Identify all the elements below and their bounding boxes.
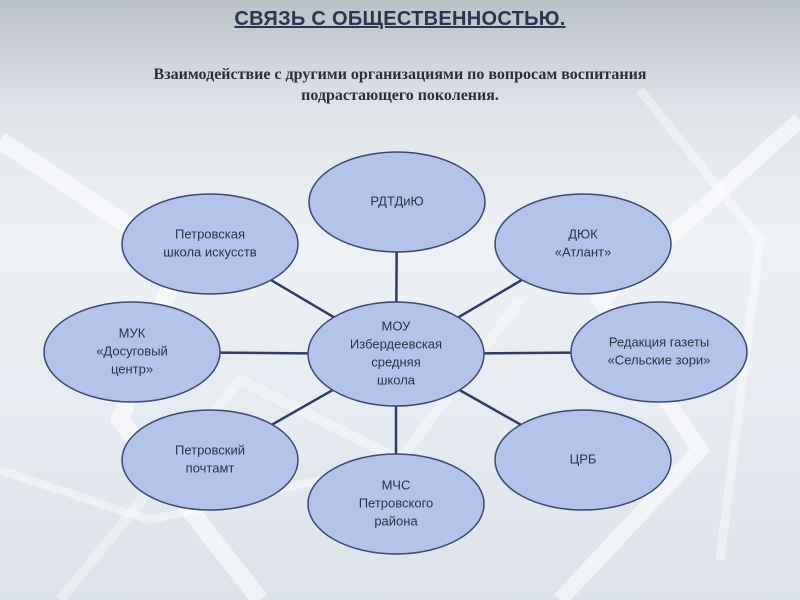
node-muk-label-line: центр» [111,361,153,376]
node-mchs-label-line: Петровского [359,495,434,510]
node-pochtamt-label-line: почтамт [186,460,235,475]
subtitle-line-2: подрастающего поколения. [301,87,499,104]
node-mchs: МЧС Петровского района [307,453,485,555]
node-center-label-line: МОУ [382,318,412,333]
connector-lines [219,251,572,454]
node-pochtamt-label-line: Петровский [175,442,245,457]
node-rdtdiu: РДТДиЮ [308,151,486,253]
node-center: МОУ Избердеевская средняя школа [307,301,485,407]
node-rdtdiu-ellipse [308,151,486,253]
node-duk-atlant: ДЮК «Атлант» [494,193,672,295]
node-shkola-iskusstv: Петровская школа искусств [121,193,299,295]
node-mchs-ellipse [307,453,485,555]
node-center-label-line: школа [377,372,416,387]
subtitle-line-1: Взаимодействие с другими организациями п… [153,66,647,83]
diagram-nodes: РДТДиЮ ДЮК «Атлант» Редакция газеты «Сельски… [43,151,748,555]
connector-duk-atlant [457,278,523,319]
node-gazeta-label-line: Редакция газеты [609,334,709,349]
node-shkola-iskusstv-label-line: Петровская [175,226,245,241]
connector-shkola-iskusstv [270,278,335,319]
node-muk-label-line: «Досуговый [96,343,168,358]
node-crb-label-line: ЦРБ [570,451,597,466]
node-pochtamt-ellipse [121,409,299,511]
node-crb: ЦРБ [494,409,672,511]
node-mchs-label-line: района [374,513,418,528]
node-duk-atlant-ellipse [494,193,672,295]
node-muk-ellipse [43,301,221,403]
connector-muk [219,351,309,355]
node-gazeta-label-line: «Сельские зори» [608,352,711,367]
connector-crb [458,388,522,426]
node-center-ellipse [307,301,485,407]
node-center-label-line: средняя [371,354,421,369]
node-duk-atlant-label-line: ДЮК [568,226,598,241]
node-duk-atlant-label-line: «Атлант» [555,244,611,259]
node-muk-label-line: МУК [119,325,146,340]
node-center-label-line: Избердеевская [350,336,442,351]
node-mchs-label-line: МЧС [382,477,411,492]
node-crb-ellipse [494,409,672,511]
connector-gazeta [483,351,572,355]
node-rdtdiu-label-line: РДТДиЮ [370,193,423,208]
slide-title: СВЯЗЬ С ОБЩЕСТВЕННОСТЬЮ. [234,8,566,30]
node-shkola-iskusstv-label-line: школа искусств [163,244,257,259]
node-pochtamt: Петровский почтамт [121,409,299,511]
connector-pochtamt [271,389,334,426]
node-gazeta: Редакция газеты «Сельские зори» [570,301,748,403]
slide-subtitle: Взаимодействие с другими организациями п… [60,64,740,106]
node-muk: МУК «Досуговый центр» [43,301,221,403]
node-shkola-iskusstv-ellipse [121,193,299,295]
node-gazeta-ellipse [570,301,748,403]
